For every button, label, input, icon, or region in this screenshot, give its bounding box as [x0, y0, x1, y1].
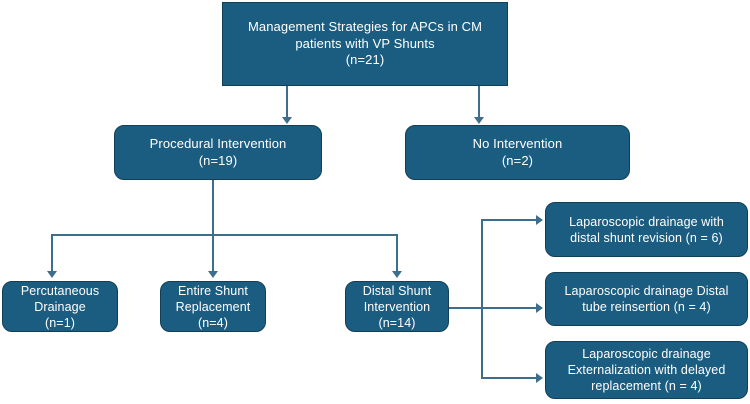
arrowhead-bus-to-distal-shunt: [392, 271, 402, 278]
arrowhead-root-to-no-intervention: [474, 117, 484, 124]
node-percutaneous-drainage: Percutaneous Drainage (n=1): [2, 281, 118, 332]
connector-procedural-bus: [51, 234, 397, 236]
node-lap-distal-tube-reinsertion: Laparoscopic drainage Distal tube reinse…: [545, 272, 748, 326]
node-no-intervention-label: No Intervention (n=2): [472, 135, 563, 168]
connector-bus-to-percutaneous: [51, 234, 53, 273]
arrowhead-root-to-procedural: [282, 117, 292, 124]
node-lap-externalization-delayed: Laparoscopic drainage Externalization wi…: [545, 341, 748, 399]
connector-distal-shunt-stem: [449, 307, 539, 309]
arrowhead-bus-to-percutaneous: [47, 271, 57, 278]
node-distal-shunt-intervention: Distal Shunt Intervention (n=14): [345, 281, 449, 332]
connector-root-to-procedural: [286, 86, 288, 119]
connector-bus-to-entire-shunt: [212, 234, 214, 273]
node-procedural-intervention: Procedural Intervention (n=19): [114, 125, 322, 180]
arrowhead-bus-to-externalization: [536, 373, 543, 383]
arrowhead-bus-to-revision: [536, 215, 543, 225]
node-entire-shunt-replacement: Entire Shunt Replacement (n=4): [160, 281, 266, 332]
connector-bus-to-externalization: [481, 377, 539, 379]
node-percutaneous-drainage-label: Percutaneous Drainage (n=1): [20, 283, 100, 330]
node-no-intervention: No Intervention (n=2): [405, 125, 630, 180]
arrowhead-distal-to-tube-reinsertion: [536, 303, 543, 313]
connector-distal-shunt-bus: [481, 219, 483, 379]
node-root: Management Strategies for APCs in CM pat…: [222, 2, 508, 86]
connector-bus-to-revision: [481, 219, 539, 221]
node-lap-distal-tube-reinsertion-label: Laparoscopic drainage Distal tube reinse…: [564, 284, 729, 314]
arrowhead-bus-to-entire-shunt: [208, 271, 218, 278]
connector-bus-to-distal-shunt: [396, 234, 398, 273]
node-lap-distal-shunt-revision: Laparoscopic drainage with distal shunt …: [545, 202, 748, 257]
node-distal-shunt-intervention-label: Distal Shunt Intervention (n=14): [362, 283, 432, 330]
node-root-label: Management Strategies for APCs in CM pat…: [247, 19, 483, 68]
node-lap-externalization-delayed-label: Laparoscopic drainage Externalization wi…: [567, 347, 726, 393]
node-lap-distal-shunt-revision-label: Laparoscopic drainage with distal shunt …: [569, 214, 724, 245]
node-procedural-intervention-label: Procedural Intervention (n=19): [149, 135, 287, 168]
node-entire-shunt-replacement-label: Entire Shunt Replacement (n=4): [175, 283, 251, 330]
connector-procedural-stem: [212, 180, 214, 235]
connector-root-to-no-intervention: [478, 86, 480, 119]
